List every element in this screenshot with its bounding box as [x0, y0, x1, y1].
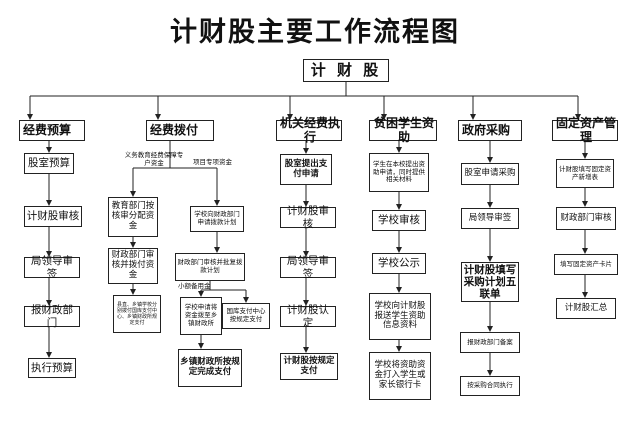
assets-step-3: 填写固定资产卡片 [554, 254, 618, 275]
budget-step-4: 报财政部门 [24, 304, 80, 329]
procurement-step-1: 股室申请采购 [461, 163, 519, 185]
agency-step-4: 计财股认定 [280, 304, 336, 329]
header-procurement: 政府采购 [458, 120, 522, 141]
student-aid-step-4: 学校向计财股报送学生资助信息资料 [369, 293, 431, 340]
allocation-branch-right-label: 项目专项资金 [193, 158, 232, 166]
header-agency: 机关经费执行 [276, 116, 342, 143]
allocation-left-step-3: 县直、乡镇学校分别拨付国库支付中心、乡镇财政所规定支付 [113, 295, 161, 333]
allocation-right-step-1: 学校向财政部门申请拨款计划 [190, 206, 244, 232]
root-node-finance-section: 计 财 股 [303, 59, 389, 82]
allocation-branch-left-label: 义务教育经费保障专户资金 [124, 151, 184, 167]
agency-step-2: 计财股审核 [280, 205, 336, 230]
assets-step-1: 计财股填写固定资产新增表 [556, 159, 614, 188]
procurement-step-4: 报财政部门备案 [460, 332, 520, 353]
assets-step-4: 计财股汇总 [556, 298, 616, 319]
student-aid-step-3: 学校公示 [372, 253, 426, 274]
procurement-step-3: 计财股填写采购计划五联单 [461, 262, 519, 302]
budget-step-5: 执行预算 [28, 358, 76, 378]
student-aid-step-2: 学校审核 [372, 210, 426, 231]
allocation-final-step: 乡镇财政所按规定完成支付 [178, 349, 242, 387]
procurement-step-2: 局领导审签 [461, 208, 519, 229]
procurement-step-5: 按采购合同执行 [460, 376, 520, 396]
agency-step-3: 局领导审签 [280, 255, 336, 280]
allocation-sub-step-treasury: 国库支付中心按规定支付 [222, 303, 270, 329]
student-aid-step-5: 学校将资助资金打入学生或家长银行卡 [369, 352, 431, 400]
budget-step-2: 计财股审核 [24, 206, 82, 227]
allocation-left-step-2: 财政部门审核并拨付资金 [108, 248, 158, 284]
allocation-small-fund-label: 小额备用金 [178, 282, 211, 290]
agency-step-1: 股室提出支付申请 [280, 154, 332, 185]
header-student-aid: 贫困学生资助 [369, 116, 437, 143]
budget-step-3: 局领导审签 [24, 255, 80, 280]
page-title: 计财股主要工作流程图 [170, 17, 460, 48]
student-aid-step-1: 学生在本校提出资助申请，同时提供相关材料 [369, 153, 429, 192]
allocation-sub-step-school: 学校申请将资金拨至乡镇财政所 [180, 297, 222, 335]
budget-step-1: 股室预算 [24, 153, 74, 174]
allocation-right-step-2: 财政部门审核并批复拨款计划 [175, 253, 245, 281]
header-assets: 固定资产管理 [552, 116, 618, 143]
allocation-left-step-1: 教育部门按核审分配资金 [108, 197, 158, 237]
assets-step-2: 财政部门审核 [556, 207, 616, 230]
header-allocation: 经费拨付 [146, 120, 214, 141]
header-budget: 经费预算 [19, 120, 85, 141]
agency-step-5: 计财股按规定支付 [280, 353, 338, 380]
